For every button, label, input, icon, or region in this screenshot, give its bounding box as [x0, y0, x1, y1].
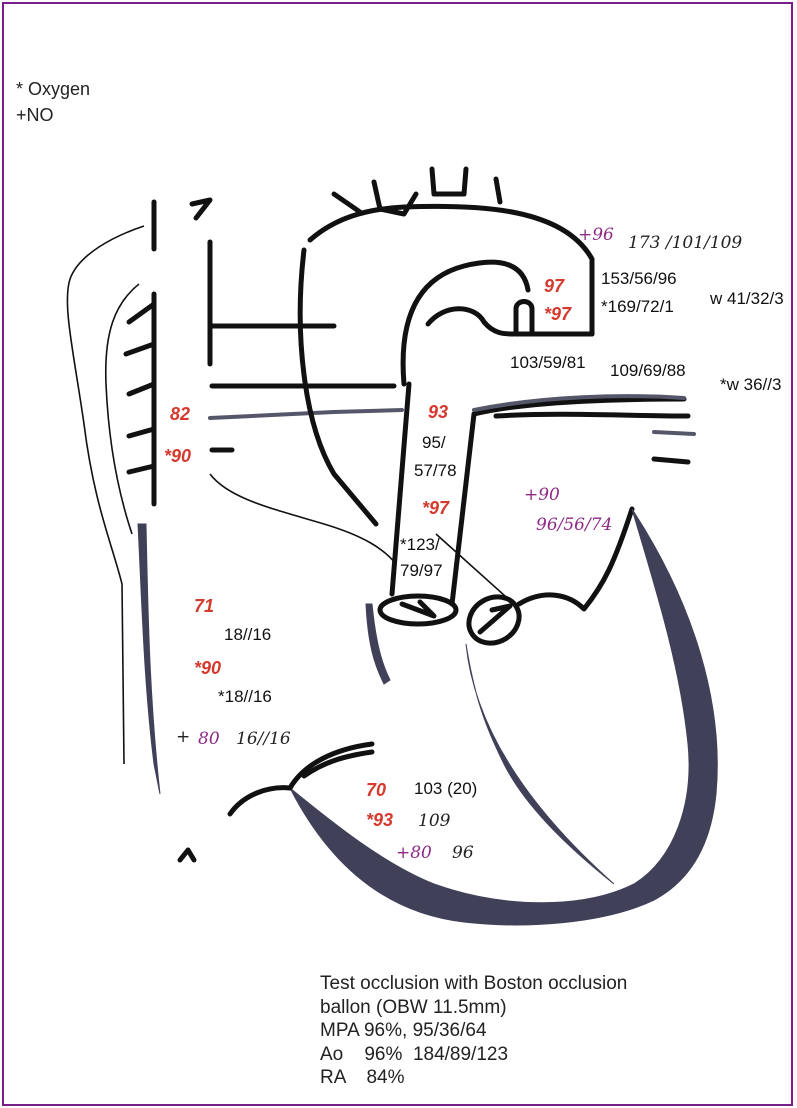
ductus-loop — [516, 302, 532, 335]
branch-tick-5 — [129, 466, 154, 472]
ao-pressure-label: 153/56/96 — [601, 269, 677, 288]
ao-sat-label: 97 — [544, 276, 565, 296]
pa-branch-right-label: 109/69/88 — [610, 361, 686, 380]
branch-tick-3 — [129, 384, 154, 394]
pa-branch-left-label: 103/59/81 — [510, 353, 586, 372]
branch-tick-1 — [129, 304, 154, 322]
ra-pressure-o2-label: *18//16 — [218, 687, 272, 706]
mpa-right-wall — [452, 414, 474, 604]
ra-pressure-no-label: 16//16 — [236, 729, 291, 749]
svc-top-tick — [192, 200, 210, 218]
lv-wall — [290, 509, 717, 925]
lpa-right-stub — [654, 459, 688, 462]
branch-tick-4 — [129, 429, 154, 436]
aortic-valve-leaflet — [480, 606, 510, 632]
mpa-pressure-no-label: 96/56/74 — [536, 515, 612, 535]
tricuspid-left — [230, 788, 290, 814]
caption-line-5: RA 84% — [320, 1066, 627, 1090]
caption-line-4: Ao 96% 184/89/123 — [320, 1043, 627, 1067]
mpa-pressure-a-label: 95/ — [422, 433, 446, 452]
ra-lower-wall — [138, 524, 160, 794]
rv-sat-no-label: +80 — [396, 843, 432, 863]
svc-sat-o2-label: *90 — [164, 446, 191, 466]
caption-line-3: MPA 96%, 95/36/64 — [320, 1019, 627, 1043]
svc-sat-label: 82 — [170, 404, 190, 424]
ao-pressure-o2-label: *169/72/1 — [601, 297, 674, 316]
ra-no-plus-label: + — [176, 727, 190, 747]
rv-pressure-label: 103 (20) — [414, 779, 477, 798]
ao-sat-no-label: +96 — [578, 225, 614, 245]
mpa-sat-no-label: +90 — [524, 485, 560, 505]
arch-vessel-1 — [334, 194, 360, 212]
ra-pressure-label: 18//16 — [224, 625, 271, 644]
svc-inner-line — [106, 284, 139, 534]
ra-sat-no-label: 80 — [198, 729, 220, 749]
svc-outer-line — [67, 226, 144, 764]
heart-diagram: +96 173 /101/109 97 153/56/96 *97 *169/7… — [4, 4, 793, 1106]
mpa-pressure-b-label: 57/78 — [414, 461, 457, 480]
ao-sat-o2-label: *97 — [544, 304, 572, 324]
ra-sat-label: 71 — [194, 596, 214, 616]
tricuspid-upper — [290, 744, 372, 788]
branch-tick-2 — [126, 344, 154, 354]
caption-line-1: Test occlusion with Boston occlusion — [320, 972, 627, 996]
wedge-o2-label: *w 36//3 — [720, 375, 781, 394]
rv-sat-label: 70 — [366, 780, 386, 800]
ivc-tick — [180, 850, 194, 860]
caption-line-2: ballon (OBW 11.5mm) — [320, 996, 627, 1020]
mpa-sat-label: 93 — [428, 402, 448, 422]
mpa-pressure-o2-b-label: 79/97 — [400, 561, 443, 580]
caption-block: Test occlusion with Boston occlusion bal… — [320, 972, 627, 1090]
arch-vessel-4 — [496, 179, 500, 202]
rv-sat-o2-label: *93 — [366, 810, 393, 830]
rv-pressure-no-label: 96 — [452, 843, 474, 863]
ra-sat-o2-label: *90 — [194, 658, 221, 678]
rv-pressure-o2-label: 109 — [418, 811, 451, 831]
arch-bulge — [428, 309, 514, 334]
ao-pressure-no-label: 173 /101/109 — [628, 233, 742, 253]
pulmonary-valve-leaflet — [402, 602, 434, 616]
wedge-label: w 41/32/3 — [709, 289, 784, 308]
ra-inner-line — [210, 474, 396, 564]
arch-vessel-3 — [432, 169, 466, 194]
la-line — [436, 534, 514, 604]
lpa-lower — [496, 414, 688, 416]
lpa-right-grey — [654, 432, 694, 434]
mpa-sat-o2-label: *97 — [422, 498, 450, 518]
rpa-grey-line — [210, 410, 402, 418]
mpa-pressure-o2-a-label: *123/ — [400, 535, 440, 554]
septum-wall — [466, 644, 614, 884]
